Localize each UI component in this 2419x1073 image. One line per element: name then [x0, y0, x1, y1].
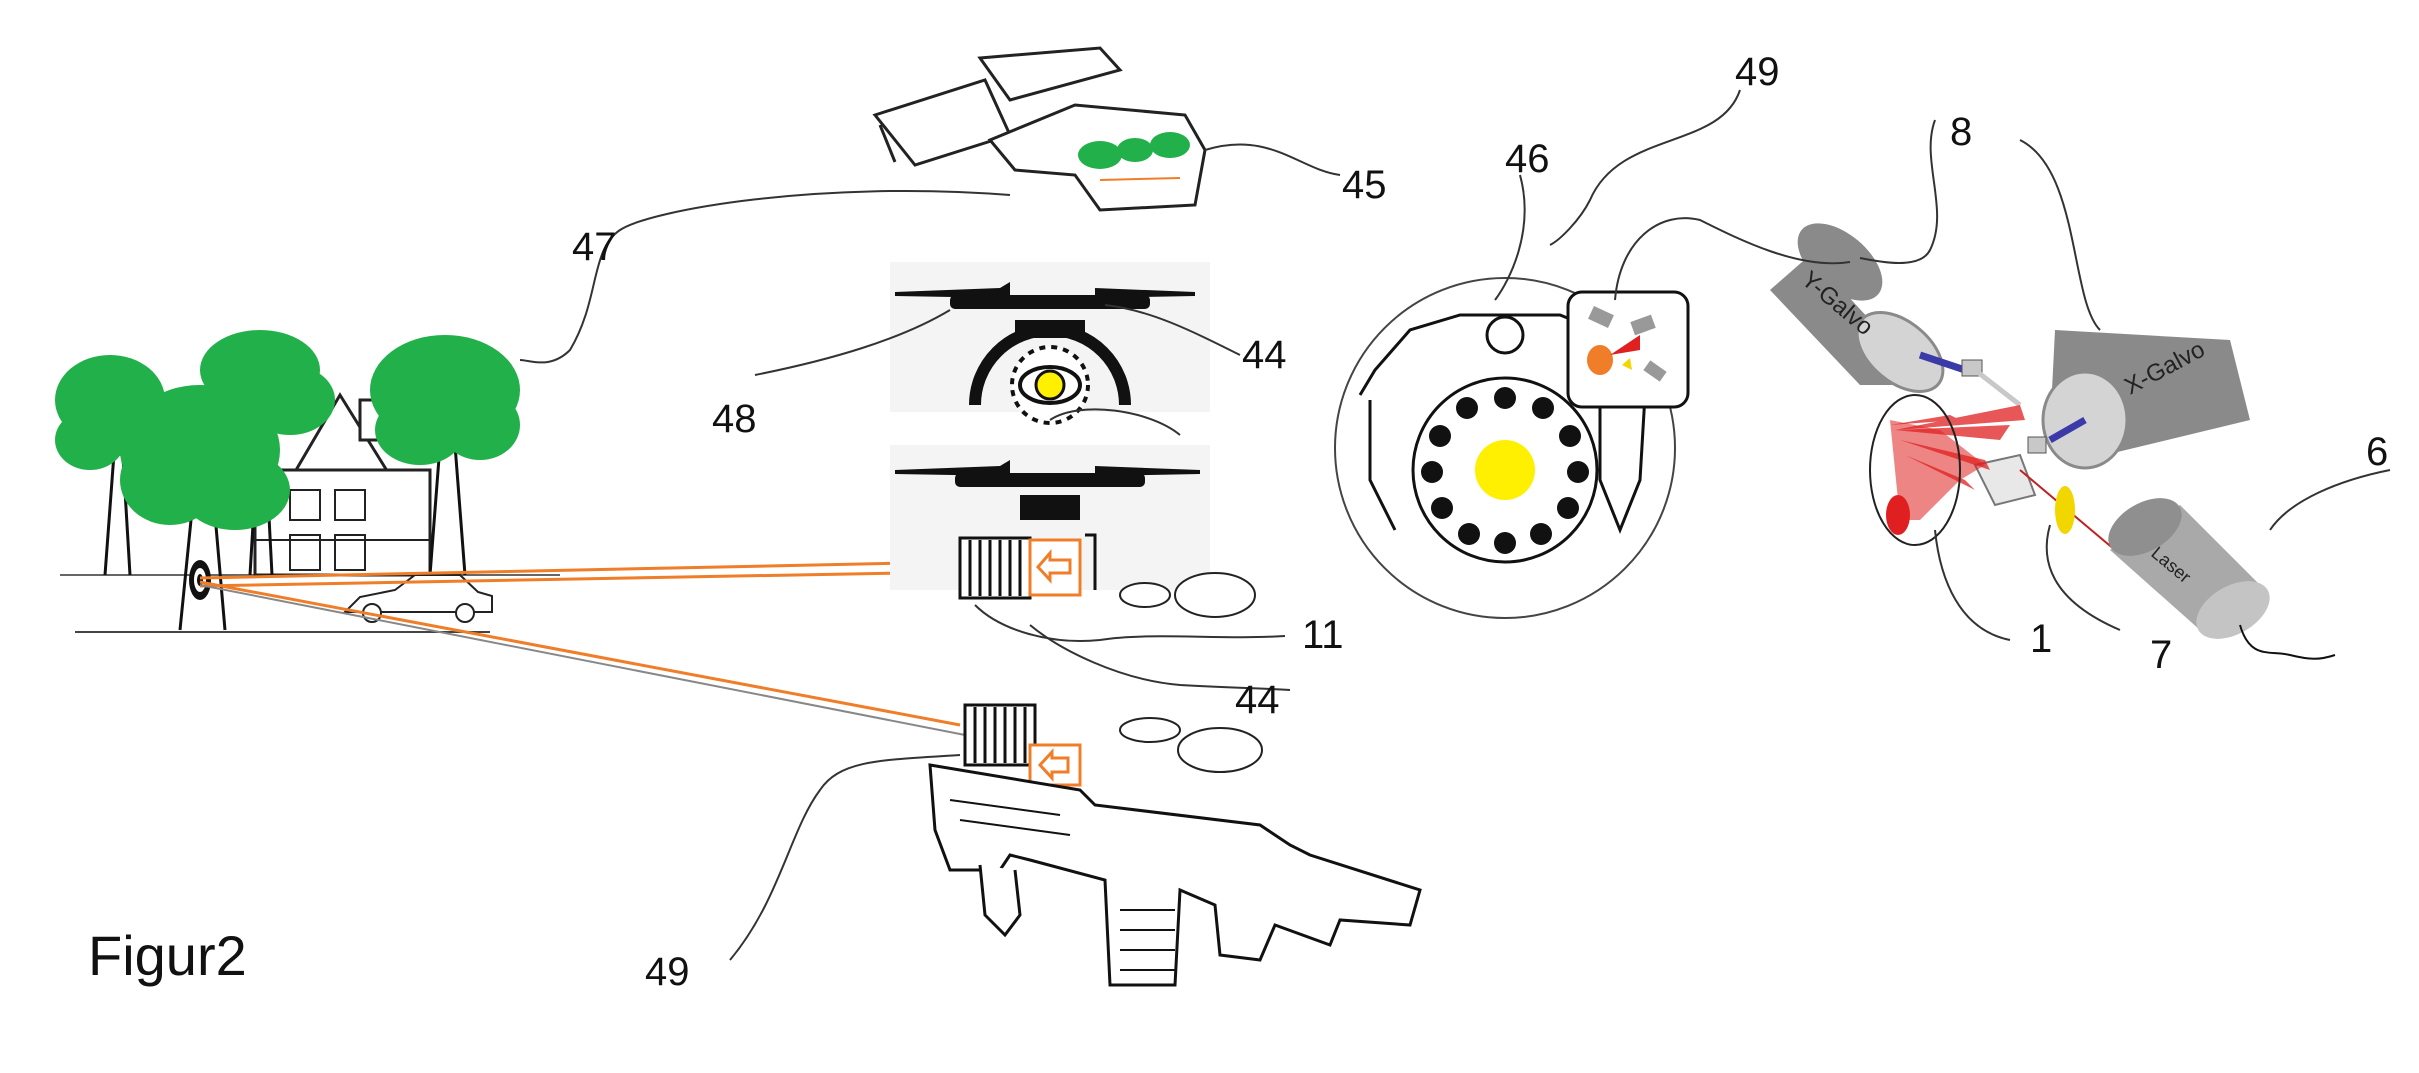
label-46: 46 [1505, 137, 1550, 181]
label-47: 47 [572, 225, 617, 269]
laser-source: Laser [2108, 498, 2336, 660]
target-bullseye [189, 560, 211, 600]
label-44-upper: 44 [1242, 333, 1287, 377]
reference-numerals: 45 47 48 44 11 44 49 46 49 8 6 1 7 Figur… [88, 50, 2388, 994]
galvo-scanner-assembly: Y-Galvo X-Galvo [1770, 223, 2336, 660]
tree-foliage [55, 330, 520, 530]
leader-lines [519, 89, 2391, 961]
label-7: 7 [2150, 633, 2172, 677]
label-45: 45 [1342, 163, 1387, 207]
cartridge-ring [1421, 387, 1589, 554]
label-6: 6 [2366, 430, 2388, 474]
y-galvo-motor: Y-Galvo [1770, 223, 1945, 394]
x-galvo-motor: X-Galvo [2041, 330, 2250, 470]
drone-launcher [890, 445, 1256, 618]
detail-circle [1334, 277, 1690, 619]
light-beams [199, 560, 966, 736]
focusing-lens [2055, 486, 2075, 534]
drone-surveillance [890, 262, 1210, 425]
label-44-lower: 44 [1235, 678, 1280, 722]
label-8: 8 [1950, 110, 1972, 154]
blaster-gun [928, 703, 1422, 987]
label-49-top: 49 [1735, 50, 1780, 94]
label-49-bottom: 49 [645, 950, 690, 994]
label-1: 1 [2030, 617, 2052, 661]
figure-title: Figur2 [88, 924, 247, 987]
smoke-cloud [1119, 572, 1256, 618]
vr-display-trees [1078, 132, 1190, 169]
label-11: 11 [1302, 613, 1344, 657]
label-48: 48 [712, 397, 757, 441]
vr-headset [872, 46, 1207, 212]
landscape-scene [55, 330, 560, 633]
